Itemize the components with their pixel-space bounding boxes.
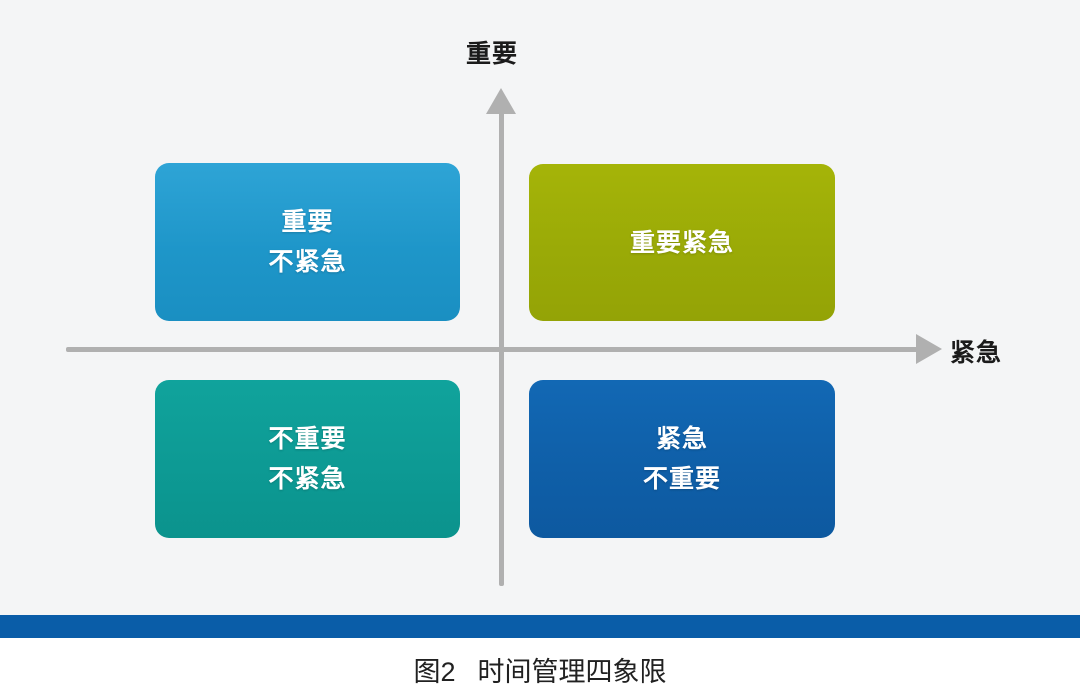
quadrant-label-line1: 不重要 [268, 425, 347, 453]
quadrant-not-important-not-urgent[interactable]: 不重要 不紧急 [155, 380, 469, 538]
quadrant-label-line2: 不重要 [642, 465, 721, 493]
diagram-canvas: 重要 紧急 重要 不紧急 重要紧急 不重要 不紧急 紧急 不重要 [0, 0, 1080, 615]
y-axis-arrow-icon [486, 88, 516, 114]
quadrant-urgent-not-important[interactable]: 紧急 不重要 [529, 380, 844, 538]
y-axis-label: 重要 [466, 40, 519, 68]
accent-bar [0, 615, 1080, 638]
figure-caption-title: 时间管理四象限 [477, 657, 667, 687]
quadrant-label-line1: 重要紧急 [629, 228, 734, 257]
x-axis-arrow-icon [916, 334, 942, 364]
quadrant-label-line1: 重要 [281, 208, 334, 236]
quadrant-label-line2: 不紧急 [268, 248, 347, 276]
quadrant-label-line2: 不紧急 [268, 465, 347, 493]
y-axis-line [499, 112, 504, 586]
figure-caption: 图2 时间管理四象限 [0, 650, 1080, 689]
x-axis-label: 紧急 [950, 339, 1003, 367]
x-axis-line [66, 347, 927, 352]
quadrant-important-urgent[interactable]: 重要紧急 [529, 164, 844, 321]
quadrant-label-line1: 紧急 [655, 425, 708, 453]
figure-caption-number: 图2 [413, 657, 456, 687]
quadrant-important-not-urgent[interactable]: 重要 不紧急 [155, 163, 469, 321]
